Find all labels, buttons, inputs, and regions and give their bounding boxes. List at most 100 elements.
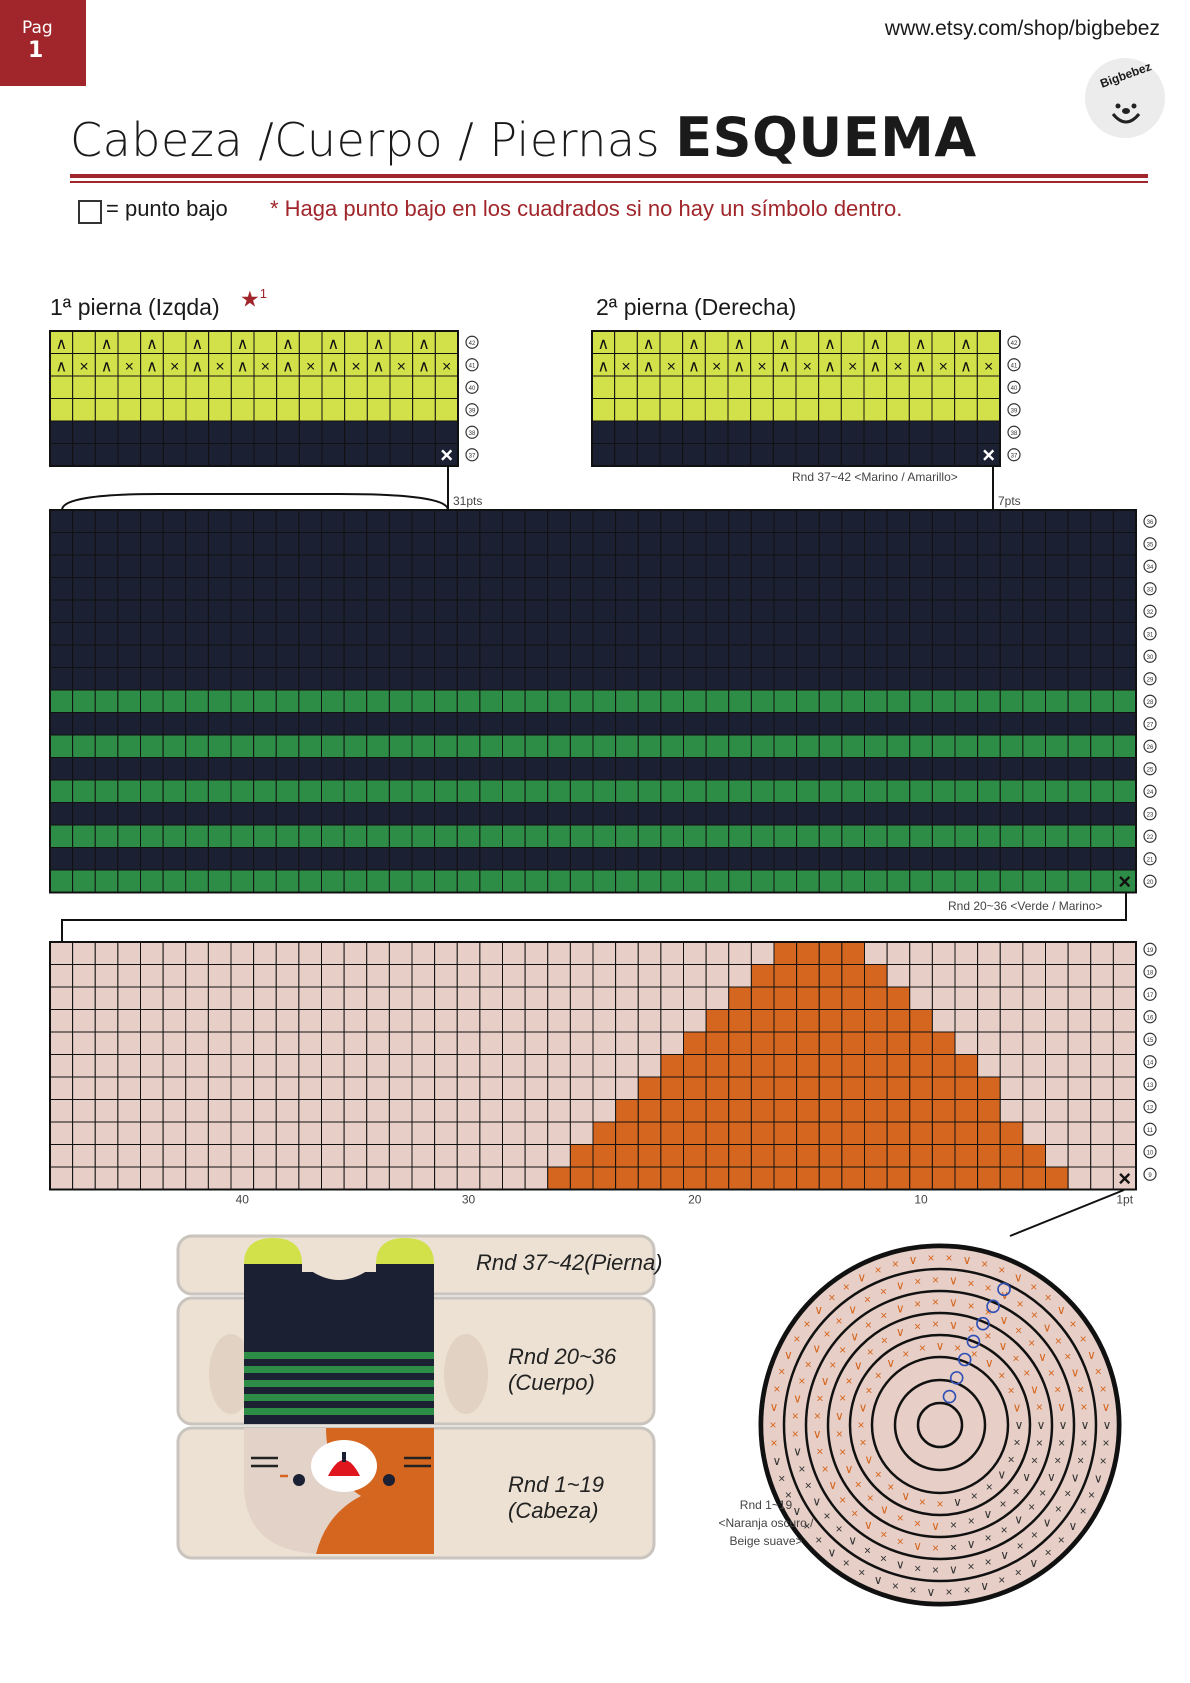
chart-cell bbox=[977, 1054, 1001, 1078]
chart-cell bbox=[1067, 779, 1092, 803]
chart-cell bbox=[705, 689, 730, 713]
round-marker bbox=[1143, 852, 1157, 866]
chart-cell bbox=[704, 420, 729, 444]
stitch-symbol: ∨ bbox=[1038, 1350, 1047, 1364]
chart-cell bbox=[931, 375, 956, 399]
chart-cell bbox=[728, 1166, 752, 1190]
stitch-symbol: ∨ bbox=[949, 1562, 958, 1576]
chart-cell bbox=[796, 941, 820, 965]
stitch-symbol: ∨ bbox=[913, 1539, 922, 1553]
chart-cell bbox=[207, 1166, 232, 1190]
chart-cell bbox=[660, 554, 684, 578]
chart-cell bbox=[162, 986, 187, 1010]
chart-cell bbox=[615, 532, 639, 556]
chart-cell bbox=[72, 644, 96, 668]
chart-cell bbox=[117, 443, 142, 467]
chart-cell bbox=[1112, 757, 1137, 781]
chart-cell bbox=[140, 734, 164, 758]
chart-cell bbox=[140, 689, 164, 713]
stitch-symbol: × bbox=[984, 1329, 991, 1343]
chart-cell bbox=[683, 757, 707, 781]
chart-cell bbox=[1022, 622, 1046, 646]
chart-cell bbox=[275, 1099, 300, 1123]
chart-cell bbox=[660, 1031, 684, 1055]
chart-cell bbox=[750, 420, 774, 444]
chart-cell bbox=[253, 443, 278, 467]
chart-cell bbox=[72, 757, 96, 781]
chart-cell bbox=[185, 689, 209, 713]
chart-cell bbox=[1067, 734, 1092, 758]
chain-symbol bbox=[942, 1389, 957, 1404]
chart-cell bbox=[750, 869, 775, 893]
chart-cell bbox=[795, 375, 820, 399]
chart-cell bbox=[954, 802, 979, 826]
stitch-symbol: ∨ bbox=[1043, 1320, 1052, 1334]
chart-cell bbox=[977, 644, 1001, 668]
chart-cell bbox=[253, 802, 277, 826]
stitch-symbol: × bbox=[881, 1334, 888, 1348]
chart-cell bbox=[276, 375, 300, 399]
chart-cell bbox=[547, 509, 571, 533]
chart-cell bbox=[547, 869, 571, 893]
chart-cell bbox=[909, 509, 933, 533]
chart-cell bbox=[931, 1009, 956, 1033]
chart-cell bbox=[750, 757, 775, 781]
chart-cell bbox=[94, 779, 119, 803]
chart-cell bbox=[615, 1054, 639, 1078]
stitch-symbol: ∨ bbox=[967, 1537, 976, 1551]
chart-cell bbox=[140, 1054, 164, 1078]
chart-cell bbox=[886, 1076, 911, 1100]
chart-cell bbox=[162, 420, 187, 444]
chart-cell bbox=[230, 964, 255, 988]
stitch-symbol: × bbox=[1036, 1400, 1043, 1414]
stitch-symbol: × bbox=[798, 1374, 805, 1388]
chart-cell bbox=[479, 509, 503, 533]
chart-cell bbox=[976, 330, 1001, 354]
chart-cell bbox=[547, 622, 571, 646]
chart-cell bbox=[456, 941, 481, 965]
chart-cell bbox=[72, 734, 96, 758]
chart-cell bbox=[547, 554, 571, 578]
chart-cell bbox=[185, 941, 209, 965]
stitch-symbol: × bbox=[778, 1471, 785, 1485]
chart-cell bbox=[275, 1166, 300, 1190]
chart-cell bbox=[660, 824, 684, 848]
stitch-symbol: × bbox=[804, 1317, 811, 1331]
round-marker bbox=[1143, 1055, 1157, 1069]
chart-cell bbox=[140, 1031, 164, 1055]
chart-cell bbox=[321, 802, 345, 826]
round-number: 33 bbox=[1147, 587, 1154, 593]
round-marker bbox=[1143, 1122, 1157, 1136]
stitch-symbol: × bbox=[998, 1369, 1005, 1383]
chart-cell bbox=[1090, 1009, 1114, 1033]
chart-cell bbox=[705, 1166, 730, 1190]
chart-cell bbox=[592, 1166, 617, 1190]
chart-cell bbox=[909, 1144, 933, 1168]
chart-cell bbox=[456, 779, 481, 803]
chart-cell bbox=[321, 1009, 345, 1033]
chart-cell bbox=[547, 1076, 571, 1100]
chart-cell bbox=[863, 398, 888, 422]
chart-cell bbox=[931, 554, 956, 578]
chart-cell bbox=[591, 398, 616, 422]
chart-cell bbox=[275, 869, 300, 893]
chart-cell bbox=[389, 443, 414, 467]
chart-cell bbox=[999, 824, 1024, 848]
chart-cell bbox=[954, 398, 978, 422]
chart-cell bbox=[909, 1009, 933, 1033]
chart-cell bbox=[366, 1054, 390, 1078]
chart-cell bbox=[185, 398, 210, 422]
chart-cell bbox=[94, 667, 119, 691]
chart-cell bbox=[773, 1076, 798, 1100]
chart-cell bbox=[931, 532, 956, 556]
chart-cell bbox=[524, 532, 549, 556]
stitch-symbol: × bbox=[824, 1509, 831, 1523]
chart-cell bbox=[207, 622, 232, 646]
chart-cell bbox=[1022, 667, 1046, 691]
stitch-symbol: × bbox=[1036, 1436, 1043, 1450]
chart-cell bbox=[999, 554, 1024, 578]
chart-cell bbox=[796, 1076, 820, 1100]
chart-cell bbox=[411, 941, 436, 965]
shop-url-link[interactable]: www.etsy.com/shop/bigbebez bbox=[884, 17, 1160, 40]
chart-cell bbox=[366, 532, 390, 556]
